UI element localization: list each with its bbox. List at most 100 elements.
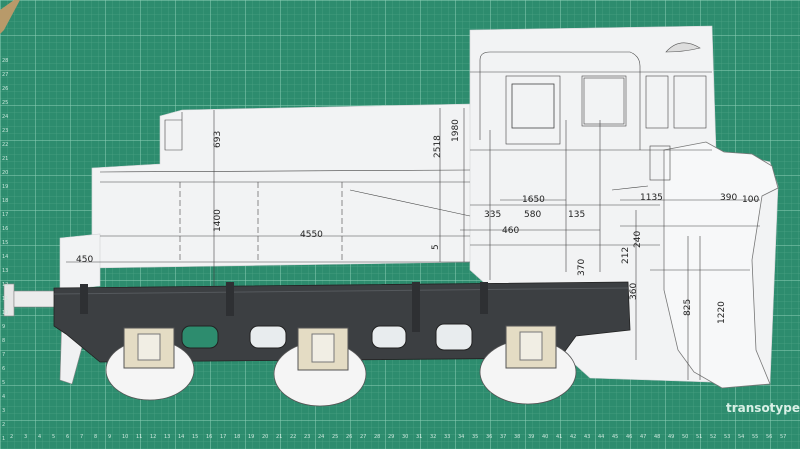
mat-scale-number: 24	[2, 114, 8, 120]
drawing-paper-tender	[91, 103, 475, 269]
mat-scale-number: 43	[584, 434, 590, 440]
dim-580: 580	[524, 210, 541, 220]
dim-4550: 4550	[300, 230, 323, 240]
dim-825: 825	[683, 299, 693, 316]
dim-1220: 1220	[717, 301, 727, 324]
mat-scale-number: 49	[668, 434, 674, 440]
mat-scale-number: 48	[654, 434, 660, 440]
mat-scale-number: 5	[52, 434, 55, 440]
mat-scale-number: 14	[2, 254, 8, 260]
frame-rib	[412, 282, 420, 332]
mat-scale-number: 4	[2, 394, 5, 400]
mat-scale-number: 11	[2, 296, 8, 302]
mat-scale-number: 12	[2, 282, 8, 288]
frame-rib	[480, 282, 488, 314]
mat-scale-number: 28	[374, 434, 380, 440]
mat-scale-number: 2	[2, 422, 5, 428]
mat-scale-number: 5	[2, 380, 5, 386]
mat-scale-number: 12	[150, 434, 156, 440]
mat-scale-number: 38	[514, 434, 520, 440]
mat-scale-number: 8	[2, 338, 5, 344]
mat-scale-number: 17	[220, 434, 226, 440]
mat-scale-number: 4	[38, 434, 41, 440]
dim-335: 335	[484, 210, 501, 220]
wood-stick	[0, 0, 20, 34]
mat-scale-number: 47	[640, 434, 646, 440]
mat-scale-number: 25	[332, 434, 338, 440]
mat-scale-number: 26	[2, 86, 8, 92]
axle-box-face	[137, 333, 161, 361]
mat-scale-number: 30	[402, 434, 408, 440]
mat-brand-label: transotype®	[726, 401, 800, 415]
mat-scale-number: 21	[2, 156, 8, 162]
mat-scale-number: 51	[696, 434, 702, 440]
mat-scale-number: 23	[304, 434, 310, 440]
mat-scale-number: 37	[500, 434, 506, 440]
mat-scale-number: 15	[2, 240, 8, 246]
mat-scale-number: 27	[360, 434, 366, 440]
dim-460: 460	[502, 226, 519, 236]
mat-scale-number: 15	[192, 434, 198, 440]
dim-1980: 1980	[451, 119, 461, 142]
dim-5: 5	[431, 244, 441, 250]
mat-scale-number: 13	[2, 268, 8, 274]
mat-scale-number: 54	[738, 434, 744, 440]
cab-linework	[460, 51, 760, 380]
mat-scale-number: 22	[2, 142, 8, 148]
mat-scale-number: 1	[2, 436, 5, 442]
mat-scale-number: 20	[2, 170, 8, 176]
mat-scale-number: 36	[486, 434, 492, 440]
mat-scale-number: 2	[10, 434, 13, 440]
mat-scale-number: 9	[108, 434, 111, 440]
chassis-frame	[53, 281, 631, 363]
dim-212: 212	[621, 247, 631, 264]
dim-240: 240	[633, 231, 643, 248]
mat-scale-number: 23	[2, 128, 8, 134]
mat-scale-number: 6	[66, 434, 69, 440]
mat-scale-number: 32	[430, 434, 436, 440]
frame-window	[249, 325, 287, 349]
mat-scale-number: 3	[2, 408, 5, 414]
mat-scale-number: 55	[752, 434, 758, 440]
mat-scale-number: 22	[290, 434, 296, 440]
mat-scale-number: 50	[682, 434, 688, 440]
frame-window	[435, 323, 473, 351]
mat-scale-number: 7	[2, 352, 5, 358]
mat-scale-number: 56	[766, 434, 772, 440]
mat-scale-number: 7	[80, 434, 83, 440]
mat-left-scale: 2827262524232221201918171615141312111098…	[2, 58, 8, 442]
mat-scale-number: 45	[612, 434, 618, 440]
mat-scale-number: 20	[262, 434, 268, 440]
mat-scale-number: 19	[2, 184, 8, 190]
frame-rib	[226, 282, 234, 316]
dim-390: 390	[720, 193, 737, 203]
mat-scale-number: 6	[2, 366, 5, 372]
mat-scale-number: 31	[416, 434, 422, 440]
dim-135: 135	[568, 210, 585, 220]
mat-scale-number: 18	[234, 434, 240, 440]
mat-scale-number: 21	[276, 434, 282, 440]
mat-scale-number: 46	[626, 434, 632, 440]
mat-scale-number: 53	[724, 434, 730, 440]
axle-box-face	[519, 331, 543, 361]
mat-scale-number: 25	[2, 100, 8, 106]
mat-scale-number: 34	[458, 434, 464, 440]
mat-scale-number: 17	[2, 212, 8, 218]
frame-window	[371, 325, 407, 349]
mat-scale-number: 35	[472, 434, 478, 440]
headlight	[665, 42, 701, 53]
mat-scale-number: 57	[780, 434, 786, 440]
mat-scale-number: 9	[2, 324, 5, 330]
frame-rib	[80, 284, 88, 314]
dim-360: 360	[629, 283, 639, 300]
mat-scale-number: 29	[388, 434, 394, 440]
mat-scale-number: 27	[2, 72, 8, 78]
mat-scale-number: 16	[206, 434, 212, 440]
mat-scale-number: 33	[444, 434, 450, 440]
axle-box-face	[311, 333, 335, 363]
mat-scale-number: 14	[178, 434, 184, 440]
snow-plough	[663, 141, 779, 389]
dim-1400: 1400	[213, 209, 223, 232]
mat-scale-number: 44	[598, 434, 604, 440]
tender-linework	[66, 108, 471, 290]
